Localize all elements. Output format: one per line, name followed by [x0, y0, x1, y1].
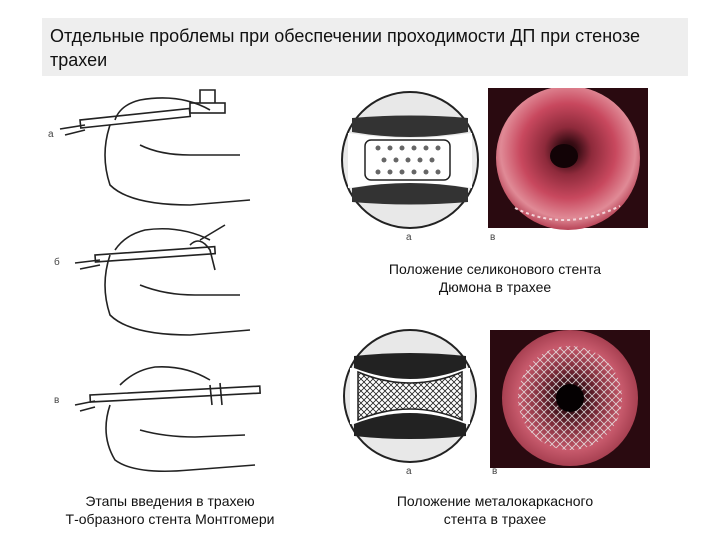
- metal-stent-schematic: [343, 329, 477, 463]
- stage-c-drawing: [74, 365, 261, 473]
- title-box: Отдельные проблемы при обеспечении прохо…: [42, 18, 688, 76]
- stage-a-drawing: [59, 89, 251, 206]
- bottom-right-caption-line1: Положение металокаркасного: [396, 493, 594, 509]
- stage-c-label: в: [54, 395, 59, 406]
- slide-title: Отдельные проблемы при обеспечении прохо…: [50, 26, 641, 70]
- bottom-right-caption-line2: стента в трахее: [443, 511, 547, 527]
- stage-a-label: а: [48, 129, 54, 140]
- stage-b-label: б: [54, 256, 60, 268]
- silicone-photo-label: в: [490, 232, 495, 243]
- silicone-stent-schematic: [341, 91, 479, 229]
- metal-stent-figure: а в: [343, 329, 650, 477]
- bottom-right-caption: Положение металокаркасного стента в трах…: [340, 492, 650, 528]
- stage-b-drawing: [74, 224, 251, 336]
- left-caption-line2: Т-образного стента Монтгомери: [65, 511, 275, 527]
- left-caption-line1: Этапы введения в трахею: [85, 493, 255, 509]
- left-caption: Этапы введения в трахею Т-образного стен…: [40, 492, 300, 528]
- top-right-caption: Положение селиконового стента Дюмона в т…: [340, 260, 650, 296]
- silicone-endoscopy-photo: [488, 88, 648, 230]
- top-right-caption-line2: Дюмона в трахее: [438, 279, 552, 295]
- montgomery-stent-illustration: а б в: [48, 89, 261, 473]
- metal-schematic-label: а: [406, 466, 412, 477]
- metal-photo-label: в: [492, 466, 497, 477]
- top-right-caption-line1: Положение селиконового стента: [388, 261, 602, 277]
- silicone-stent-figure: а в: [341, 88, 648, 243]
- silicone-schematic-label: а: [406, 232, 412, 243]
- metal-endoscopy-photo: [490, 330, 650, 468]
